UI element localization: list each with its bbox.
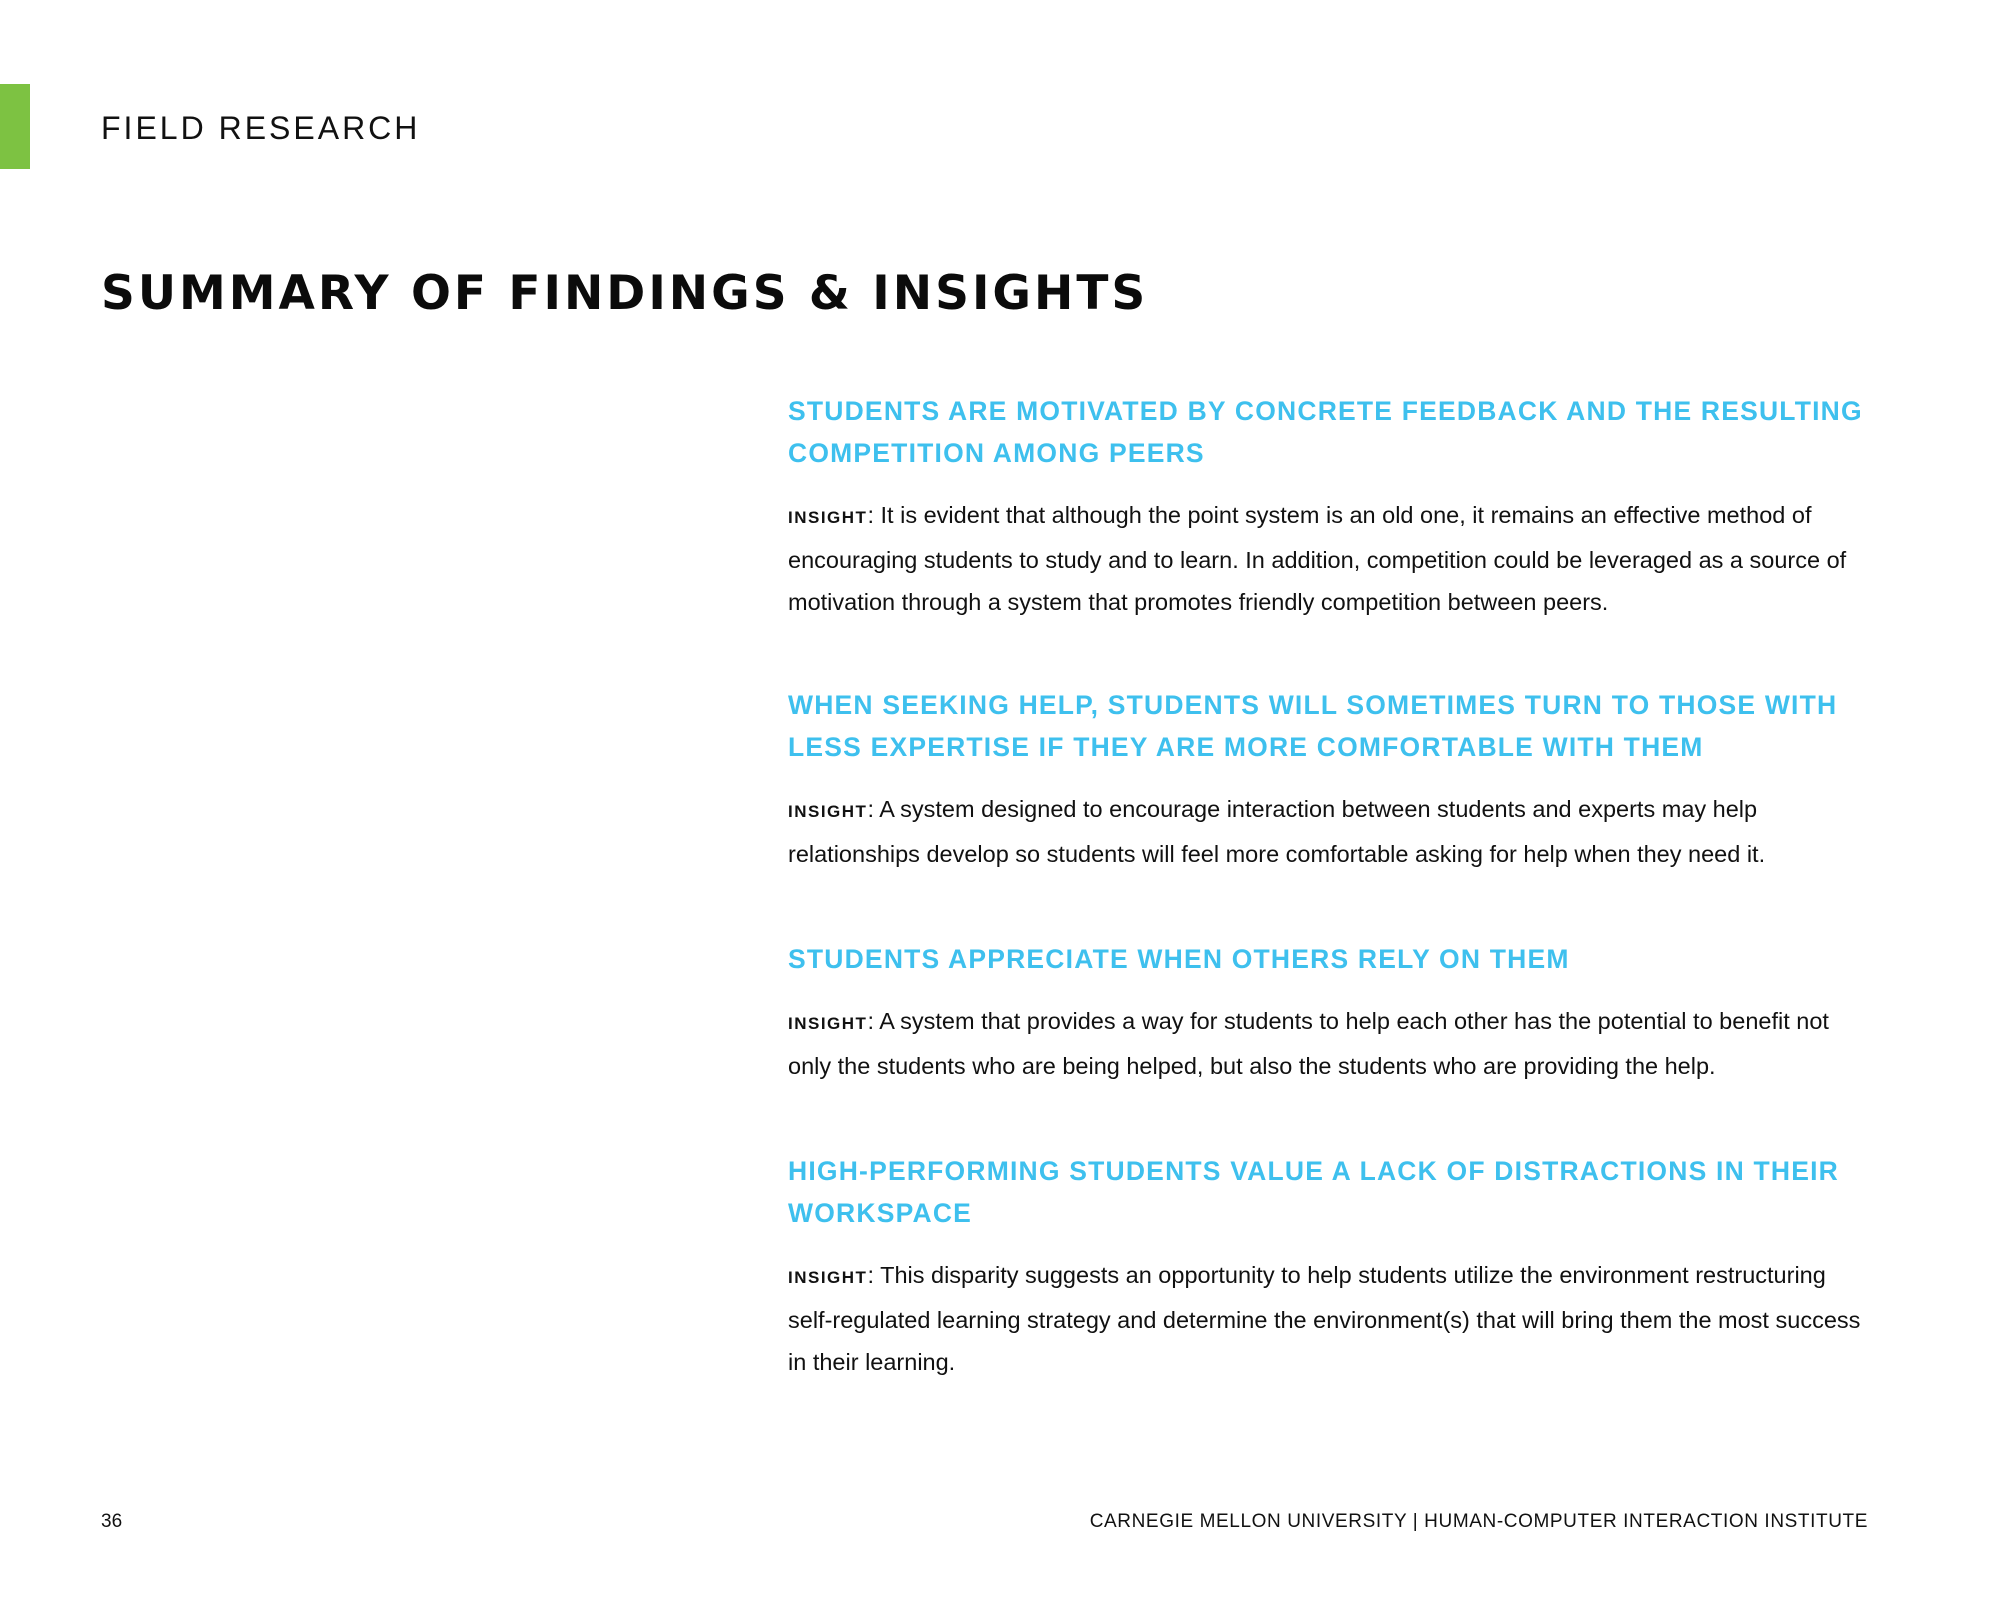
section-label: FIELD RESEARCH <box>101 110 421 146</box>
insight-paragraph: INSIGHT: A system that provides a way fo… <box>788 1000 1868 1087</box>
finding-item: STUDENTS APPRECIATE WHEN OTHERS RELY ON … <box>788 938 1868 1087</box>
finding-heading: STUDENTS APPRECIATE WHEN OTHERS RELY ON … <box>788 944 1570 974</box>
findings-list: STUDENTS ARE MOTIVATED BY CONCRETE FEEDB… <box>788 390 1868 1383</box>
finding-item: HIGH-PERFORMING STUDENTS VALUE A LACK OF… <box>788 1150 1868 1383</box>
insight-text: : A system designed to encourage interac… <box>788 796 1766 867</box>
insight-text: : This disparity suggests an opportunity… <box>788 1262 1861 1375</box>
insight-label: INSIGHT <box>788 1014 868 1033</box>
finding-heading: WHEN SEEKING HELP, STUDENTS WILL SOMETIM… <box>788 690 1838 762</box>
section-accent-bar <box>0 84 30 169</box>
insight-label: INSIGHT <box>788 802 868 821</box>
insight-label: INSIGHT <box>788 508 868 527</box>
finding-item: WHEN SEEKING HELP, STUDENTS WILL SOMETIM… <box>788 684 1868 875</box>
finding-item: STUDENTS ARE MOTIVATED BY CONCRETE FEEDB… <box>788 390 1868 623</box>
page-number: 36 <box>101 1511 123 1532</box>
insight-label: INSIGHT <box>788 1268 868 1287</box>
finding-heading: HIGH-PERFORMING STUDENTS VALUE A LACK OF… <box>788 1156 1839 1228</box>
insight-text: : It is evident that although the point … <box>788 502 1847 615</box>
insight-text: : A system that provides a way for stude… <box>788 1008 1829 1079</box>
finding-heading: STUDENTS ARE MOTIVATED BY CONCRETE FEEDB… <box>788 396 1863 468</box>
page-title: SUMMARY OF FINDINGS & INSIGHTS <box>101 266 1149 321</box>
footer-organization: CARNEGIE MELLON UNIVERSITY | HUMAN-COMPU… <box>1089 1511 1868 1532</box>
insight-paragraph: INSIGHT: A system designed to encourage … <box>788 788 1868 875</box>
insight-paragraph: INSIGHT: It is evident that although the… <box>788 494 1868 623</box>
insight-paragraph: INSIGHT: This disparity suggests an oppo… <box>788 1254 1868 1383</box>
